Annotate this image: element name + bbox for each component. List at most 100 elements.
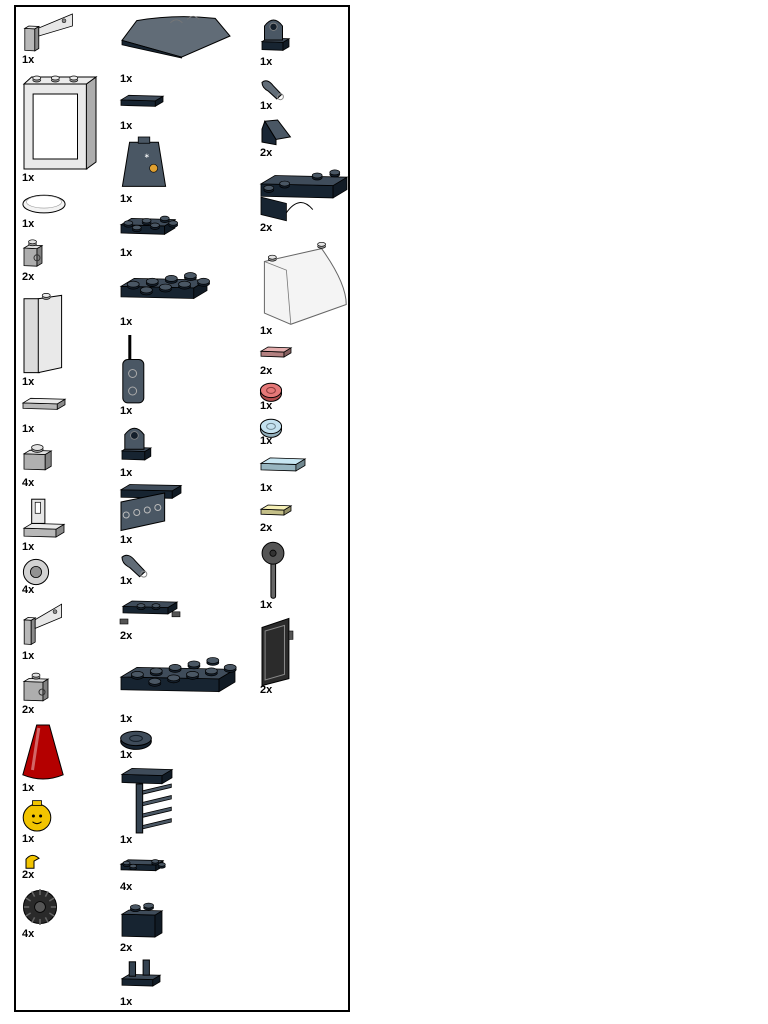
minifig-torso-icon: ∗: [121, 136, 167, 187]
part-quantity: 1x: [120, 749, 133, 761]
part-quantity: 1x: [22, 782, 35, 794]
part-quantity: 1x: [22, 833, 35, 845]
tile-icon: [259, 346, 293, 358]
plate-icon: [119, 272, 210, 300]
part-quantity: 1x: [260, 56, 273, 68]
minifig-arm-small-brick: [260, 78, 284, 101]
part-quantity: 1x: [260, 400, 273, 412]
tile-icon: [119, 94, 165, 108]
stand-icon: [260, 19, 291, 52]
minifig-head-brick: [22, 800, 52, 832]
plate-2x2-brick: [119, 207, 179, 245]
part-quantity: 1x: [120, 73, 133, 85]
cone-icon: [22, 724, 64, 780]
trans-yellow-tile-brick: [259, 502, 293, 522]
part-quantity: 2x: [22, 869, 35, 881]
stand-icon: [120, 427, 153, 461]
window-frame-brick: [22, 72, 98, 172]
part-quantity: 2x: [260, 222, 273, 234]
brick-clip-small-brick: [22, 237, 52, 269]
round-tile-icon: [259, 382, 283, 402]
part-quantity: 1x: [22, 172, 35, 184]
minifig-arm-icon: [121, 554, 148, 578]
part-quantity: 1x: [260, 100, 273, 112]
part-quantity: 1x: [120, 405, 133, 417]
window-frame-icon: [22, 75, 98, 170]
part-quantity: 2x: [120, 630, 133, 642]
cap-icon: [22, 194, 66, 214]
part-quantity: 1x: [22, 376, 35, 388]
part-quantity: 2x: [22, 271, 35, 283]
tire-brick: [22, 887, 58, 927]
brick-1x1-icon: [22, 444, 53, 471]
door-frame-left-brick: [22, 12, 78, 52]
hinge-plate-brick: [22, 497, 66, 541]
part-quantity: 1x: [120, 534, 133, 546]
round-plate-icon: [22, 558, 50, 586]
part-quantity: 4x: [22, 928, 35, 940]
brick-clip-icon: [22, 672, 50, 702]
round-tile-icon: [120, 730, 152, 750]
part-quantity: 1x: [22, 650, 35, 662]
part-quantity: 4x: [22, 477, 35, 489]
part-quantity: 1x: [120, 834, 133, 846]
wheel-holder-plate-brick: [119, 592, 181, 628]
part-quantity: 2x: [260, 684, 273, 696]
door-frame-right-brick: [22, 602, 66, 646]
plate-icon: [119, 657, 237, 693]
ladder-icon: [120, 767, 174, 834]
brick-1x1-brick: [22, 440, 54, 474]
curved-slope-icon: [121, 15, 231, 59]
cap-brick: [22, 192, 66, 214]
plate-icon: [119, 859, 166, 872]
slope-small-brick: [260, 119, 292, 146]
trans-red-tile-brick: [259, 344, 293, 364]
lollipop-brick: [260, 540, 286, 600]
stand-small-brick: [260, 14, 291, 54]
part-quantity: 1x: [120, 467, 133, 479]
part-quantity: 1x: [22, 218, 35, 230]
part-quantity: 2x: [260, 365, 273, 377]
part-quantity: 1x: [120, 316, 133, 328]
clip-plate-brick: [120, 959, 162, 996]
tile-icon: [21, 397, 67, 411]
mudguard-plate-brick: [259, 160, 349, 222]
bracket-plate-brick: [119, 482, 183, 532]
parts-list-frame: 1x 1x 1x 2x 1x 1x 4x 1x 4x 1x 2x 1x 1x 2x 4x 1x 1x ∗ 1x 1x 1…: [14, 5, 350, 1012]
part-quantity: 2x: [260, 522, 273, 534]
door-icon: [261, 617, 294, 687]
plate-2x4-brick: [119, 264, 210, 312]
part-quantity: 1x: [22, 541, 35, 553]
curved-slope-brick: [120, 14, 232, 59]
mudguard-icon: [259, 169, 349, 222]
brick-clip-icon: [22, 239, 44, 267]
plate-icon: [119, 215, 179, 235]
minifig-hand-brick: [22, 852, 42, 870]
round-tile-icon: [259, 418, 283, 438]
trans-blue-round-brick: [259, 418, 283, 438]
minifig-arm-black-brick: [120, 552, 148, 578]
part-quantity: 2x: [22, 704, 35, 716]
round-tile-black-brick: [120, 730, 152, 750]
minifig-arm-icon: [261, 80, 284, 101]
windscreen-icon: [263, 241, 347, 325]
ladder-plate-brick: [120, 767, 174, 835]
part-quantity: 2x: [120, 942, 133, 954]
part-quantity: 4x: [120, 881, 133, 893]
minifig-torso-brick: ∗: [120, 136, 168, 189]
lollipop-icon: [261, 541, 285, 599]
part-quantity: 1x: [260, 482, 273, 494]
part-quantity: 1x: [260, 435, 273, 447]
bracket-icon: [119, 484, 183, 532]
steering-stand-brick: [120, 422, 153, 464]
brick-clip-side-brick: [22, 670, 62, 704]
wheel-holder-icon: [119, 600, 181, 625]
walkie-talkie-brick: [120, 335, 148, 405]
door-brick: [260, 617, 294, 687]
tile-black-small-brick: [119, 92, 165, 114]
pillar-icon: [23, 293, 63, 374]
minifig-head-icon: [22, 800, 52, 832]
part-quantity: 1x: [120, 193, 133, 205]
cone-red-brick: [22, 722, 64, 782]
slope-icon: [261, 119, 292, 146]
